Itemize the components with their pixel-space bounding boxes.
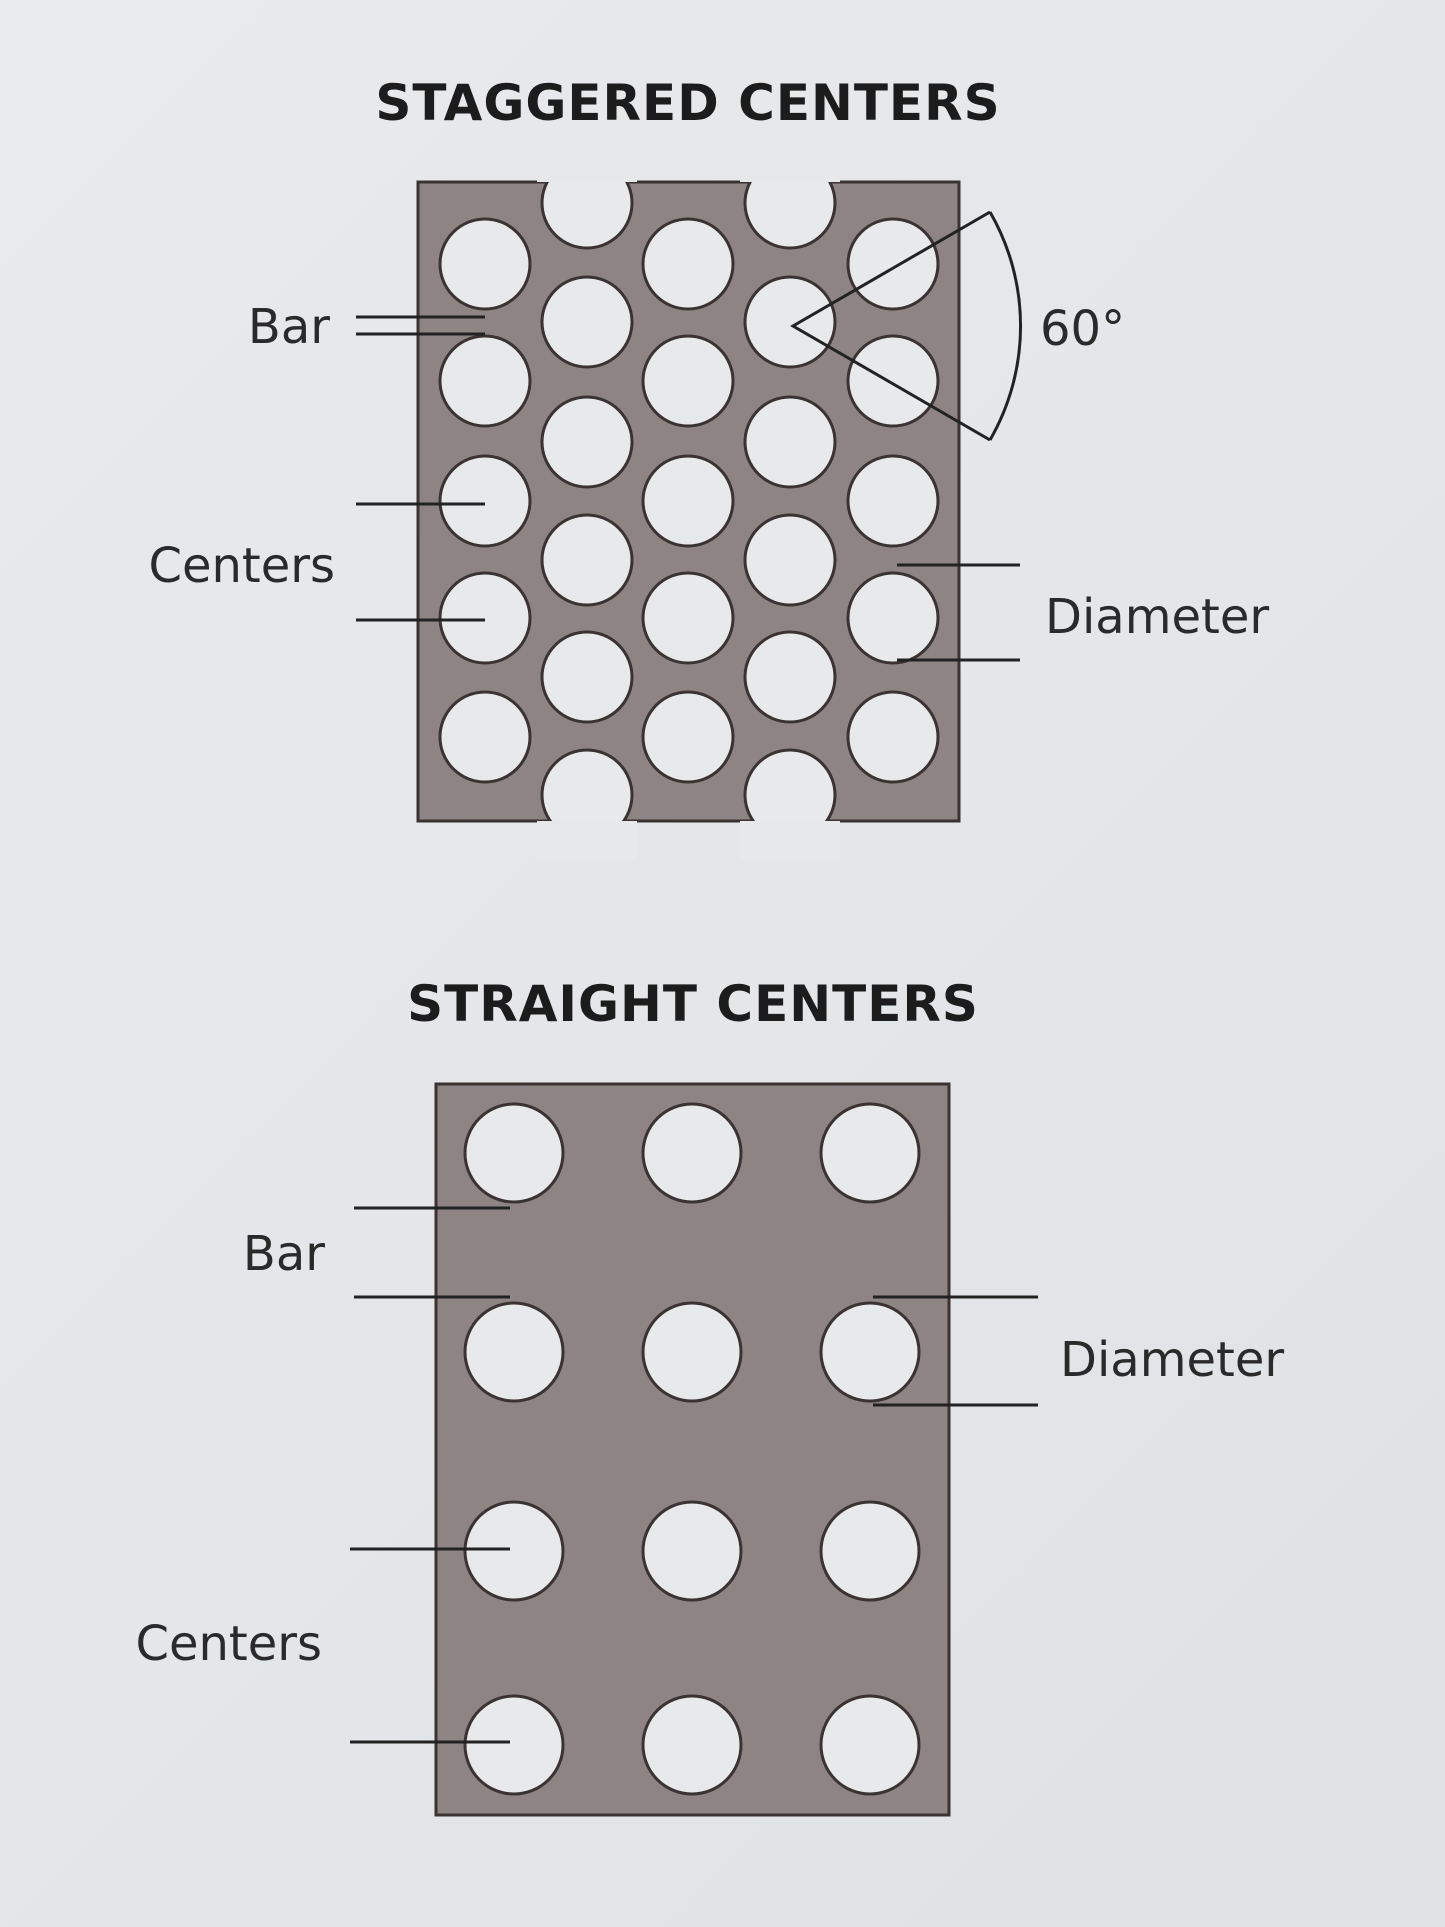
hole [641,1301,743,1403]
hole [846,690,940,784]
hole [463,1301,565,1403]
hole [641,334,735,428]
straight-leaders [350,1206,1038,1744]
hole [463,1694,565,1796]
centers-label: Centers [135,1616,322,1672]
straight-plate [434,1082,951,1817]
hole [438,217,532,311]
straight-title: STRAIGHT CENTERS [407,975,979,1033]
angle-arc [988,211,1022,441]
centers-label: Centers [148,538,335,594]
hole [438,690,532,784]
staggered-section: STAGGERED CENTERS Bar Centers Diameter 6… [148,74,1269,861]
hole [846,217,940,311]
hole [438,571,532,665]
hole [438,334,532,428]
hole [641,690,735,784]
hole [641,454,735,548]
hole [819,1102,921,1204]
hole [438,454,532,548]
staggered-leaders [356,210,1022,662]
hole [641,571,735,665]
angle-lines [790,210,991,442]
hole [641,1102,743,1204]
bar-label: Bar [243,1226,325,1282]
hole [641,1500,743,1602]
hole [540,630,634,724]
angle-label: 60° [1040,301,1125,357]
hole [540,275,634,369]
hole [540,395,634,489]
hole [463,1102,565,1204]
hole [540,513,634,607]
hole [846,454,940,548]
hole [819,1694,921,1796]
hole [743,275,837,369]
diameter-label: Diameter [1060,1332,1284,1388]
bar-label: Bar [248,299,330,355]
hole [846,571,940,665]
staggered-title: STAGGERED CENTERS [375,74,1000,132]
diameter-label: Diameter [1045,589,1269,645]
hole [846,334,940,428]
hole [743,513,837,607]
hole [819,1301,921,1403]
hole [641,1694,743,1796]
straight-section: STRAIGHT CENTERS Bar Diameter Centers [135,975,1284,1817]
hole [743,630,837,724]
hole [743,395,837,489]
hole [463,1500,565,1602]
hole [641,217,735,311]
hole [819,1500,921,1602]
